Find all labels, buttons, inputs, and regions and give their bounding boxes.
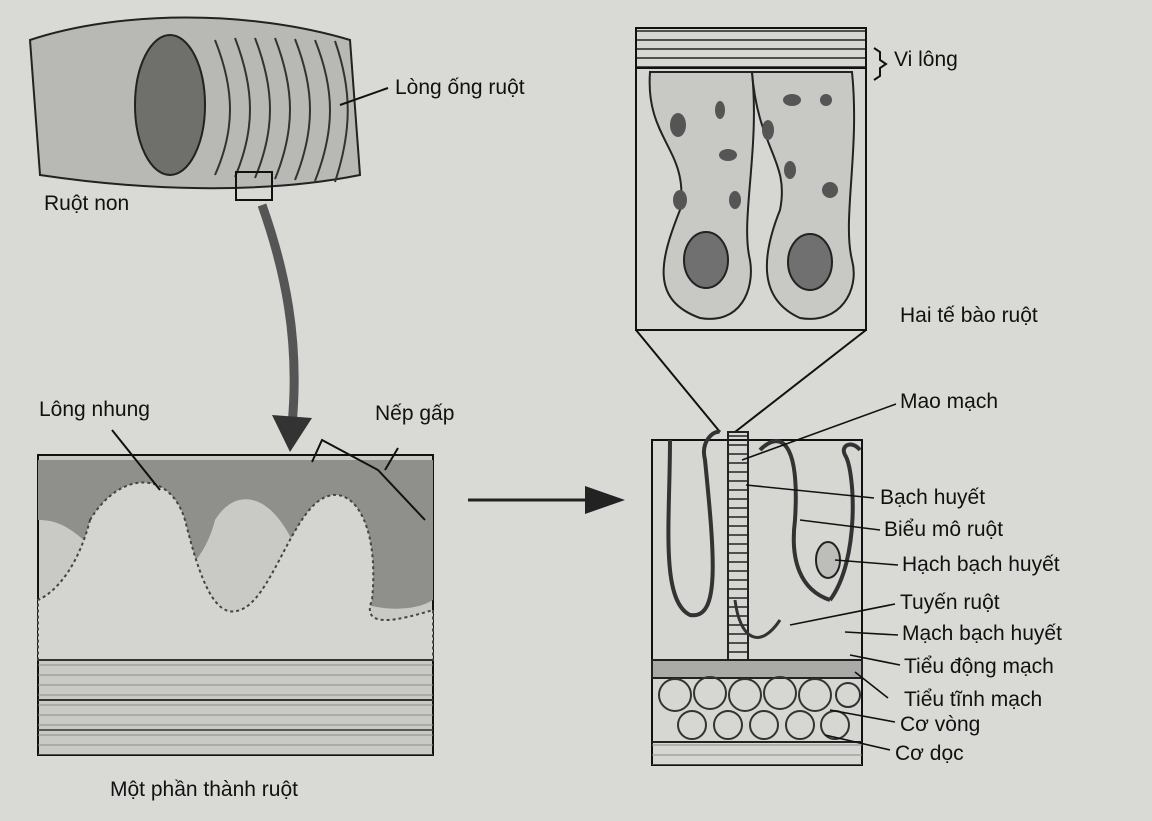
lacteal: [728, 432, 748, 662]
label-bach-huyet: Bạch huyết: [878, 486, 987, 510]
nucleus-left: [684, 232, 728, 288]
villus-section: [652, 432, 862, 765]
label-hai-te-bao-ruot: Hai tế bào ruột: [898, 304, 1040, 328]
label-ruot-non: Ruột non: [42, 192, 131, 216]
small-intestine-tube: [30, 18, 360, 201]
label-vi-long: Vi lông: [892, 48, 960, 72]
two-intestinal-cells: [636, 28, 866, 330]
label-mach-bach-huyet: Mạch bạch huyết: [900, 622, 1064, 646]
label-co-vong: Cơ vòng: [898, 713, 982, 737]
label-nep-gap: Nếp gấp: [373, 402, 456, 426]
label-long-ong-ruot: Lòng ống ruột: [393, 76, 527, 100]
label-mao-mach: Mao mạch: [898, 390, 1000, 414]
zoom-arrow-right: [468, 486, 625, 514]
intestinal-wall-section: [38, 455, 433, 755]
label-mot-phan-thanh-ruot: Một phần thành ruột: [108, 778, 300, 802]
label-tieu-tinh-mach: Tiểu tĩnh mạch: [902, 688, 1044, 712]
vi-long-brace: [874, 48, 886, 80]
label-hach-bach-huyet: Hạch bạch huyết: [900, 553, 1062, 577]
zoom-funnel: [636, 330, 866, 432]
label-co-doc: Cơ dọc: [893, 742, 966, 766]
nucleus-right: [788, 234, 832, 290]
label-tuyen-ruot: Tuyến ruột: [898, 591, 1002, 615]
label-long-nhung: Lông nhung: [37, 398, 152, 422]
label-tieu-dong-mach: Tiểu động mạch: [902, 655, 1056, 679]
microvilli-band: [636, 28, 866, 68]
label-bieu-mo-ruot: Biểu mô ruột: [882, 518, 1005, 542]
zoom-arrow-down: [262, 205, 312, 452]
